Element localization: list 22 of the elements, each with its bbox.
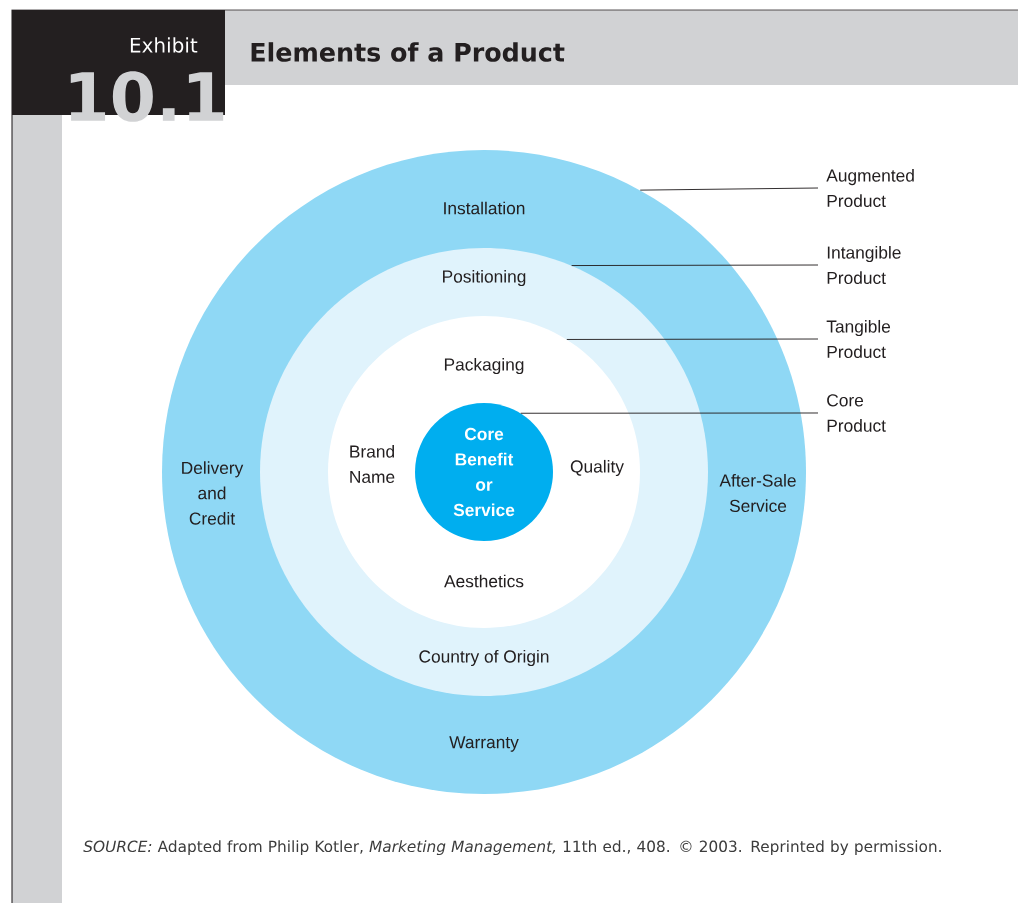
title: Elements of a Product [251,42,565,62]
ring-label: Country of Origin [419,649,549,667]
ring-label: After-Sale Service [719,473,796,513]
ring-label: Packaging [444,357,524,375]
callout-label: Augmented Product [826,168,914,208]
ring-label: Warranty [449,736,519,752]
ring-label: Installation [444,201,525,215]
ring-label: Brand Name [350,444,395,484]
leader-line [639,187,819,191]
leader-line [520,412,819,414]
ring-label: Aesthetics [444,574,524,588]
callout-label: Tangible Product [826,319,891,359]
ring-label: Positioning [443,269,526,287]
callout-label: Intangible Product [827,245,901,285]
callout-label: Core Product [827,394,886,432]
core-label: Core Benefit or Service [453,427,515,517]
leader-line [571,264,819,267]
ring-label: Delivery and Credit [182,461,244,525]
exhibit-badge: Exhibit 10.1 [12,10,225,122]
leader-line [566,338,819,340]
source-note: SOURCE: Adapted from Philip Kotler, Marketing Management, 11th ed., 408. © 2003. Reprinted by permission. [83,840,941,856]
ring-label: Quality [570,459,624,477]
